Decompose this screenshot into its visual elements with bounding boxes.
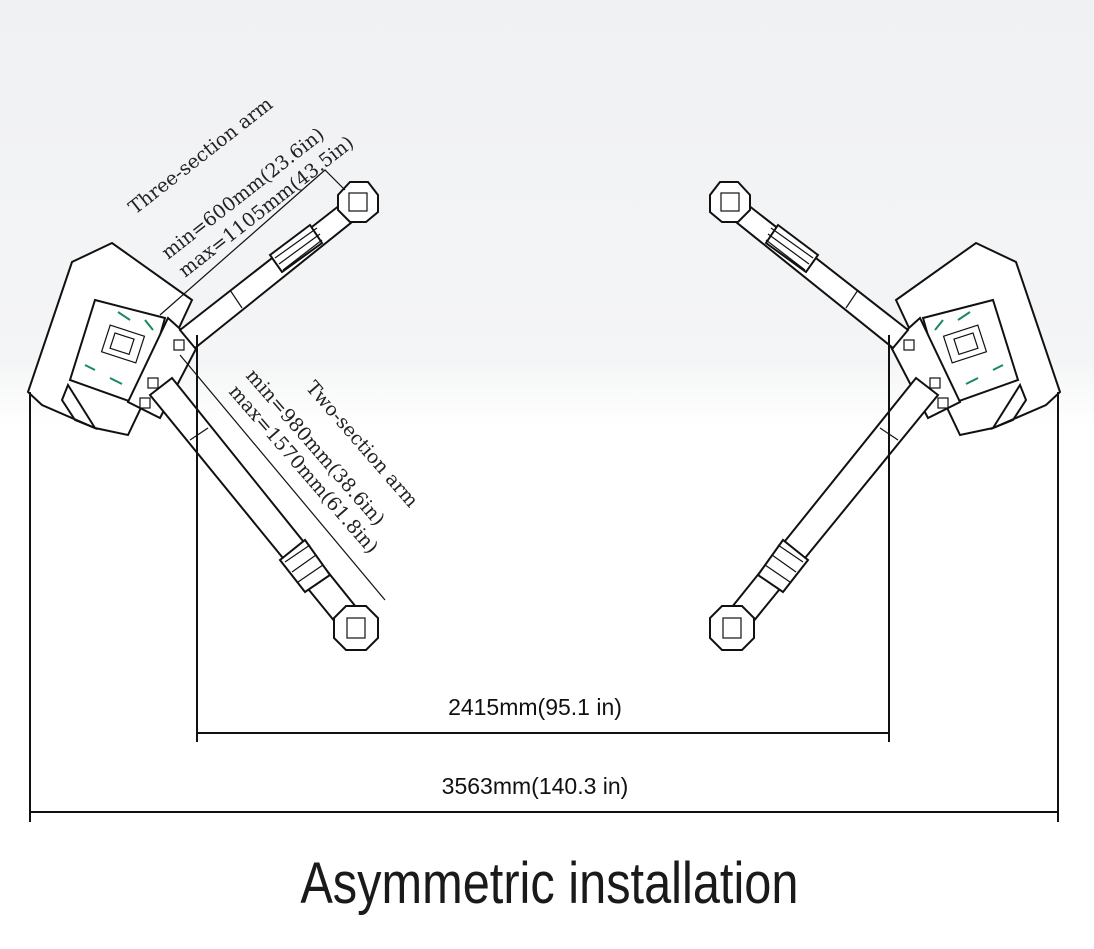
three-section-dimension-line	[159, 169, 346, 316]
diagram-title: Asymmetric installation	[300, 851, 799, 916]
two-section-max: max=1570mm(61.8in)	[224, 381, 382, 558]
inner-dimension-label: 2415mm(95.1 in)	[448, 694, 622, 720]
inner-dimension: 2415mm(95.1 in)	[196, 335, 890, 742]
outer-dimension-label: 3563mm(140.3 in)	[442, 773, 629, 799]
right-lift-post	[709, 181, 1061, 651]
three-section-arm-label: Three-section arm	[125, 93, 278, 219]
two-section-dimension-line	[179, 354, 386, 601]
outer-dimension: 3563mm(140.3 in)	[29, 392, 1059, 822]
